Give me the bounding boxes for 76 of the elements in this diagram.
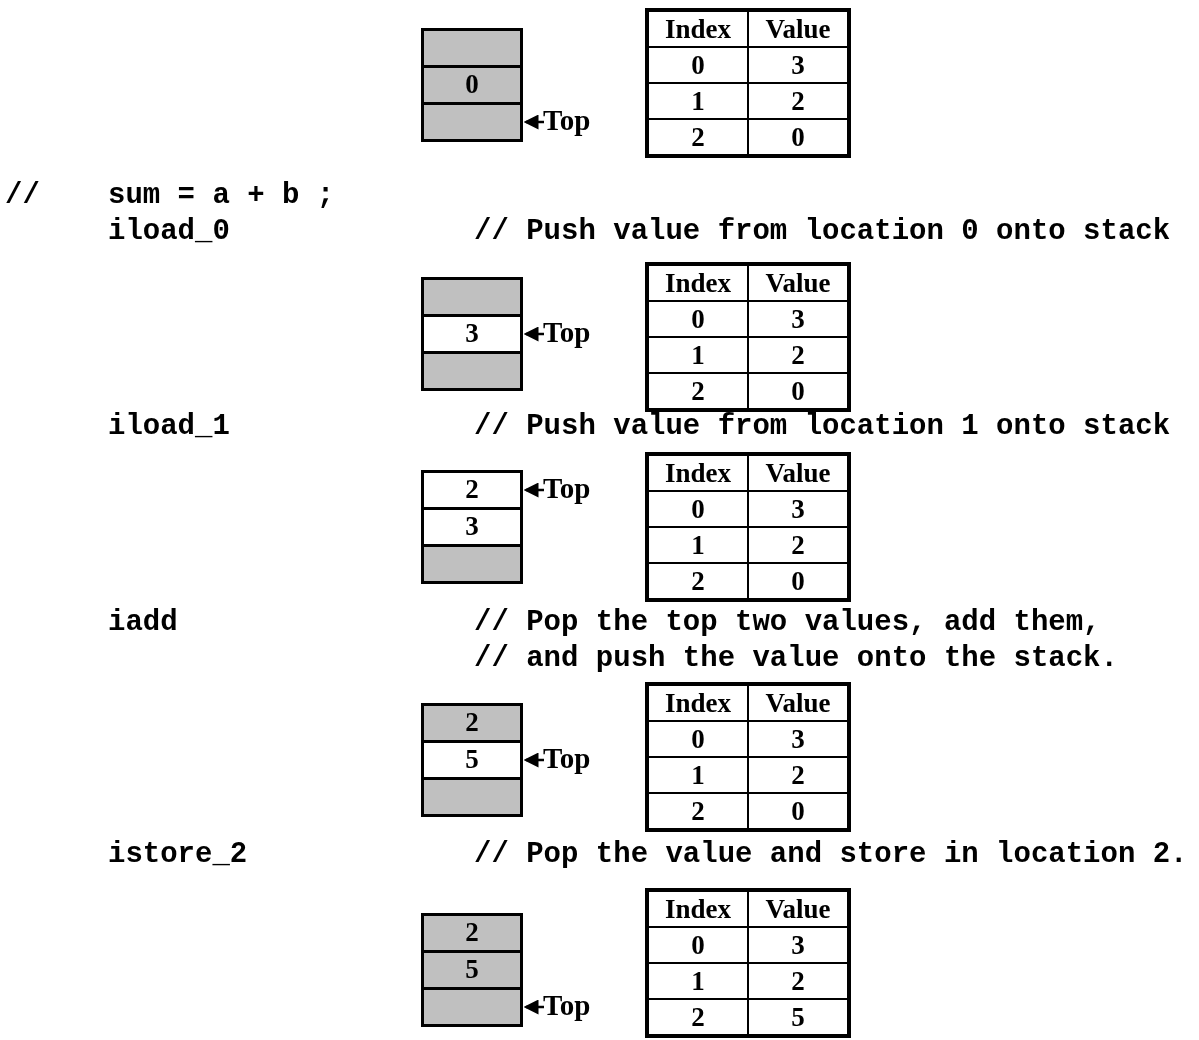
index-cell: 1 — [648, 963, 748, 999]
code-text: sum = a + b ; — [108, 179, 335, 213]
code-text: // Push value from location 0 onto stack — [474, 215, 1171, 249]
index-cell: 2 — [648, 563, 748, 599]
value-cell: 0 — [748, 563, 848, 599]
pointer-arrow — [523, 114, 544, 130]
code-text: // Push value from location 1 onto stack — [474, 410, 1171, 444]
stack-slot: 3 — [421, 314, 523, 354]
index-cell: 1 — [648, 757, 748, 793]
stack-slot — [421, 102, 523, 142]
code-text: iload_0 — [108, 215, 230, 249]
top-label: Top — [543, 315, 591, 349]
index-cell: 2 — [648, 119, 748, 155]
code-text: // and push the value onto the stack. — [474, 642, 1118, 676]
index-cell: 1 — [648, 337, 748, 373]
code-text: // Pop the top two values, add them, — [474, 606, 1101, 640]
code-text: istore_2 — [108, 838, 248, 872]
code-text: iadd — [108, 606, 178, 640]
value-cell: 3 — [748, 927, 848, 963]
header-cell: Value — [748, 11, 848, 47]
value-cell: 3 — [748, 47, 848, 83]
code-text: // Pop the value and store in location 2. — [474, 838, 1188, 872]
pointer-arrow — [523, 752, 544, 768]
header-cell: Index — [648, 265, 748, 301]
stack-slot — [421, 351, 523, 391]
stack-slot — [421, 277, 523, 317]
header-cell: Value — [748, 265, 848, 301]
value-cell: 2 — [748, 337, 848, 373]
value-cell: 3 — [748, 721, 848, 757]
code-text: iload_1 — [108, 410, 230, 444]
index-cell: 0 — [648, 927, 748, 963]
pointer-arrow — [523, 326, 544, 342]
index-cell: 0 — [648, 301, 748, 337]
top-label: Top — [543, 471, 591, 505]
stack-slot — [421, 987, 523, 1027]
top-label: Top — [543, 103, 591, 137]
value-cell: 2 — [748, 83, 848, 119]
value-cell: 2 — [748, 963, 848, 999]
stack-slot — [421, 777, 523, 817]
header-cell: Index — [648, 891, 748, 927]
stack-slot: 2 — [421, 703, 523, 743]
value-cell: 0 — [748, 373, 848, 409]
value-cell: 3 — [748, 301, 848, 337]
header-cell: Index — [648, 11, 748, 47]
stack-slot: 2 — [421, 913, 523, 953]
stack-slot: 5 — [421, 950, 523, 990]
header-cell: Index — [648, 685, 748, 721]
value-cell: 0 — [748, 119, 848, 155]
index-cell: 2 — [648, 793, 748, 829]
value-cell: 2 — [748, 757, 848, 793]
value-cell: 3 — [748, 491, 848, 527]
stack-slot: 5 — [421, 740, 523, 780]
stack-slot: 0 — [421, 65, 523, 105]
value-cell: 2 — [748, 527, 848, 563]
top-label: Top — [543, 741, 591, 775]
stack-slot: 3 — [421, 507, 523, 547]
pointer-arrow — [523, 999, 544, 1015]
index-cell: 0 — [648, 721, 748, 757]
index-cell: 1 — [648, 83, 748, 119]
header-cell: Value — [748, 455, 848, 491]
value-cell: 5 — [748, 999, 848, 1035]
pointer-arrow — [523, 482, 544, 498]
index-cell: 0 — [648, 47, 748, 83]
code-text: // — [5, 179, 40, 213]
index-cell: 2 — [648, 373, 748, 409]
header-cell: Value — [748, 891, 848, 927]
index-cell: 2 — [648, 999, 748, 1035]
stack-slot: 2 — [421, 470, 523, 510]
header-cell: Value — [748, 685, 848, 721]
index-cell: 1 — [648, 527, 748, 563]
index-cell: 0 — [648, 491, 748, 527]
top-label: Top — [543, 988, 591, 1022]
header-cell: Index — [648, 455, 748, 491]
stack-slot — [421, 544, 523, 584]
stack-slot — [421, 28, 523, 68]
value-cell: 0 — [748, 793, 848, 829]
